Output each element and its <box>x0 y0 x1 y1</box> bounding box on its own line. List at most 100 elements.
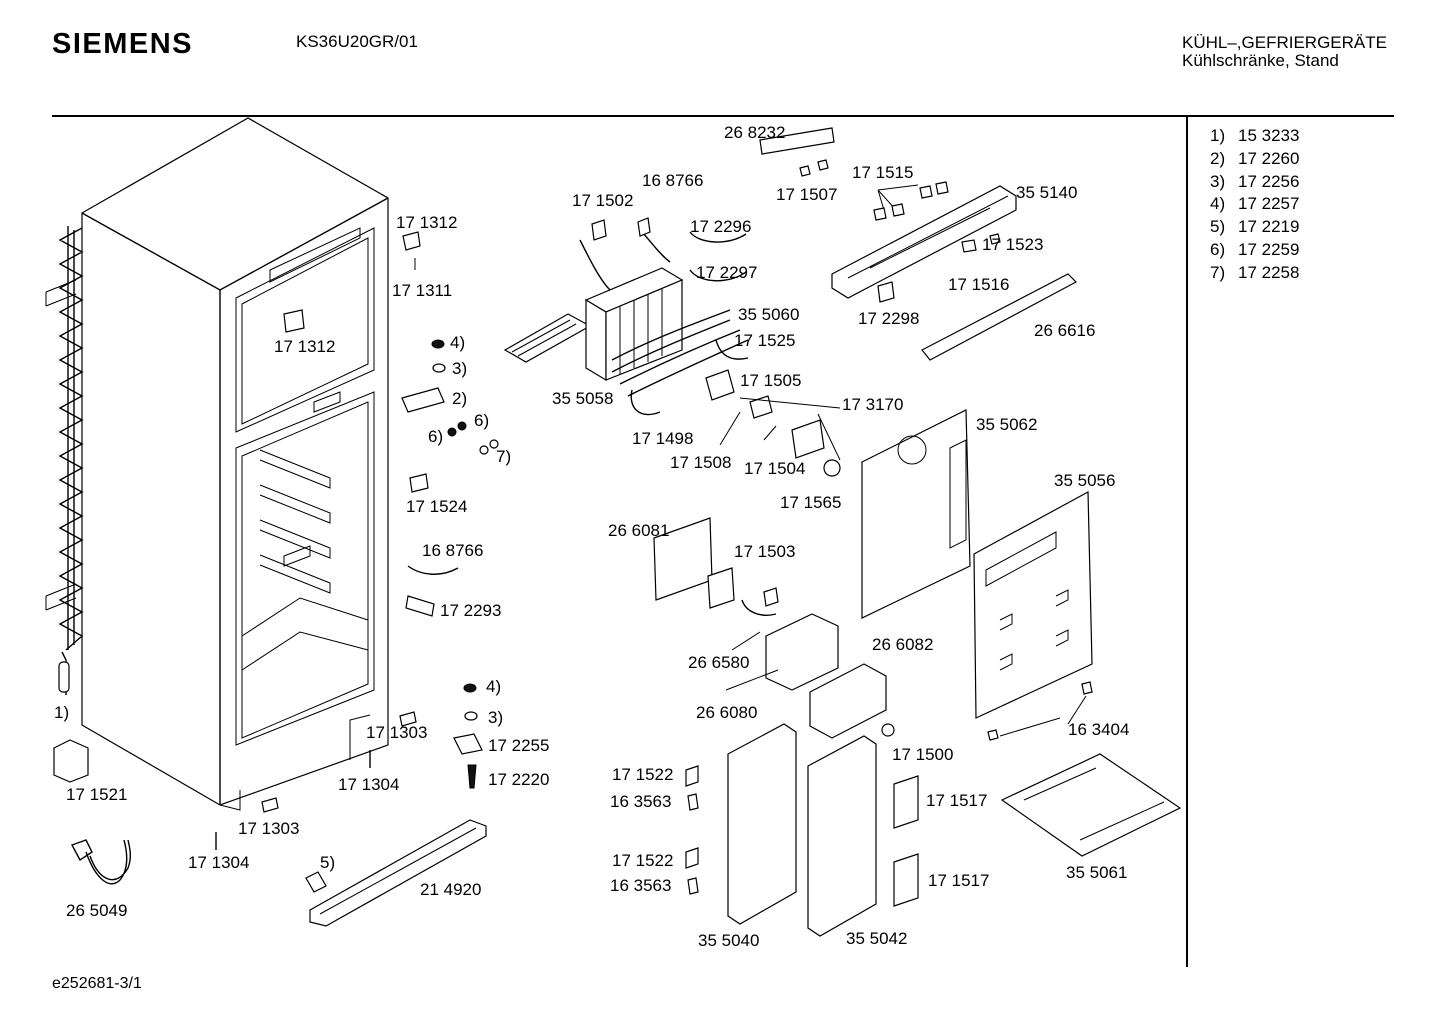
legend-item: 4) 17 2257 <box>1210 193 1299 216</box>
part-number-label: 26 6082 <box>872 635 933 654</box>
part-number-label: 21 4920 <box>420 880 481 899</box>
rear-panels <box>861 409 1182 857</box>
control-panel-parts <box>759 127 1077 361</box>
part-number-label: 17 1565 <box>780 493 841 512</box>
part-number-label: 26 6616 <box>1034 321 1095 340</box>
part-number-label: 17 1311 <box>392 281 452 300</box>
legend-key: 2) <box>1210 148 1226 168</box>
part-number-label: 26 5049 <box>66 901 127 920</box>
model-number: KS36U20GR/01 <box>296 32 418 51</box>
part-number-label: 17 3170 <box>842 395 903 414</box>
part-number-label: 6) <box>428 427 443 446</box>
legend-key: 3) <box>1210 171 1226 191</box>
part-number-label: 35 5056 <box>1054 471 1115 490</box>
part-number-label: 4) <box>450 333 465 352</box>
part-labels: 26 8232 16 8766 17 1502 17 1507 17 1515 35 51… <box>54 123 1129 950</box>
part-number-label: 4) <box>486 677 501 696</box>
part-number-label: 17 1521 <box>66 785 127 804</box>
evaporator-parts <box>503 217 841 477</box>
part-number-label: 35 5062 <box>976 415 1037 434</box>
header-rule <box>52 115 1394 117</box>
part-number-label: 17 1498 <box>632 429 693 448</box>
legend-item: 7)17 2258 <box>1210 262 1299 285</box>
part-number-label: 17 1522 <box>612 765 673 784</box>
part-number-label: 16 3563 <box>610 792 671 811</box>
part-number-label: 17 1304 <box>338 775 399 794</box>
category-line-2: Kühlschränke, Stand <box>1182 51 1339 70</box>
part-number-label: 35 5060 <box>738 305 799 324</box>
legend-divider <box>1186 117 1188 967</box>
part-number-label: 3) <box>488 708 503 727</box>
legend-part: 17 2257 <box>1238 194 1300 214</box>
legend-item: 1)15 3233 <box>1210 125 1299 148</box>
part-number-label: 17 1516 <box>948 275 1009 294</box>
part-number-label: 17 2297 <box>696 263 757 282</box>
part-number-label: 7) <box>496 447 511 466</box>
part-number-label: 17 2298 <box>858 309 919 328</box>
part-number-label: 16 8766 <box>422 541 483 560</box>
part-number-label: 17 1507 <box>776 185 837 204</box>
part-number-label: 26 8232 <box>724 123 785 142</box>
part-number-label: 17 1504 <box>744 459 805 478</box>
legend-item: 3) 17 2256 <box>1210 171 1299 194</box>
part-number-label: 3) <box>452 359 467 378</box>
part-number-label: 17 1517 <box>928 871 989 890</box>
part-number-label: 35 5058 <box>552 389 613 408</box>
condenser-coil <box>45 226 84 695</box>
part-number-label: 17 1502 <box>572 191 633 210</box>
legend-key: 4) <box>1210 194 1226 214</box>
part-number-label: 35 5040 <box>698 931 759 950</box>
part-number-label: 17 1303 <box>366 723 427 742</box>
part-number-label: 1) <box>54 703 69 722</box>
part-number-label: 17 1524 <box>406 497 467 516</box>
legend-key: 1) <box>1210 126 1226 145</box>
legend-part: 17 2260 <box>1238 148 1300 168</box>
part-number-label: 17 1312 <box>396 213 457 232</box>
part-number-label: 17 2293 <box>440 601 501 620</box>
part-number-label: 17 1517 <box>926 791 987 810</box>
category-line-1: KÜHL–,GEFRIERGERÄTE <box>1182 33 1387 52</box>
part-number-label: 17 1508 <box>670 453 731 472</box>
part-number-label: 26 6081 <box>608 521 669 540</box>
part-number-label: 17 1303 <box>238 819 299 838</box>
legend-item: 6) 17 2259 <box>1210 239 1299 262</box>
part-number-label: 17 1525 <box>734 331 795 350</box>
part-number-label: 5) <box>320 853 335 872</box>
legend-list: 1)15 3233 2)17 2260 3)17 2256 4)17 2257 … <box>1210 125 1299 285</box>
part-number-label: 16 3404 <box>1068 720 1129 739</box>
part-number-label: 6) <box>474 411 489 430</box>
legend-key: 7) <box>1210 262 1226 282</box>
shelf-rails <box>241 449 369 671</box>
legend-item: 2) 17 2260 <box>1210 148 1299 171</box>
part-number-label: 17 2255 <box>488 736 549 755</box>
category-title: KÜHL–,GEFRIERGERÄTE Kühlschränke, Stand <box>1182 34 1387 70</box>
part-number-label: 26 6080 <box>696 703 757 722</box>
part-number-label: 35 5061 <box>1066 863 1127 882</box>
part-number-label: 26 6580 <box>688 653 749 672</box>
part-number-label: 35 5042 <box>846 929 907 948</box>
part-number-label: 17 1522 <box>612 851 673 870</box>
brand-logo: SIEMENS <box>52 28 194 60</box>
part-number-label: 17 2296 <box>690 217 751 236</box>
part-number-label: 17 1515 <box>852 163 913 182</box>
legend-item: 5) 17 2219 <box>1210 216 1299 239</box>
legend-part: 17 2259 <box>1238 239 1300 259</box>
part-number-label: 16 3563 <box>610 876 671 895</box>
legend-key: 5) <box>1210 217 1226 237</box>
part-number-label: 2) <box>452 389 467 408</box>
part-number-label: 35 5140 <box>1016 183 1077 202</box>
lower-parts <box>653 517 919 937</box>
drawing-reference: e252681-3/1 <box>52 975 142 992</box>
part-number-label: 17 2220 <box>488 770 549 789</box>
legend-part: 17 2256 <box>1238 171 1300 191</box>
part-number-label: 17 1500 <box>892 745 953 764</box>
cabinet-drawing <box>45 117 389 885</box>
part-number-label: 17 1312 <box>274 337 335 356</box>
part-number-label: 16 8766 <box>642 171 703 190</box>
hinge-parts <box>215 231 499 927</box>
part-number-label: 17 1505 <box>740 371 801 390</box>
part-number-label: 17 1304 <box>188 853 249 872</box>
legend-part: 17 2219 <box>1238 217 1300 237</box>
legend-key: 6) <box>1210 239 1226 259</box>
